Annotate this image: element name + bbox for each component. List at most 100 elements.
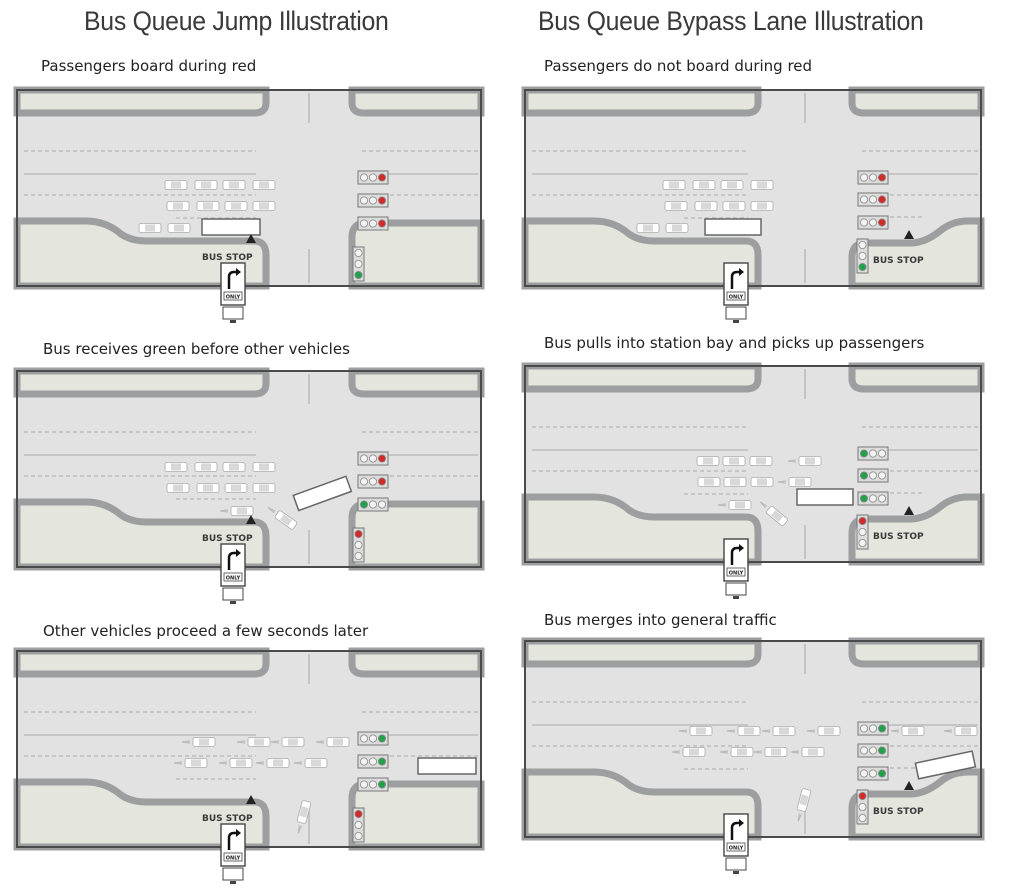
- bus-stop-marker-icon: [246, 795, 256, 804]
- bus-stop-label: BUS STOP: [202, 534, 253, 544]
- signal-lamp: [354, 270, 363, 279]
- signal-lamp: [860, 173, 868, 182]
- car-roof: [696, 727, 706, 735]
- signal-lamp: [368, 219, 377, 228]
- only-box: [223, 572, 243, 582]
- car: [293, 758, 328, 768]
- signal-lamp: [877, 449, 886, 458]
- car-roof: [236, 759, 246, 767]
- signal-lamp: [868, 471, 877, 480]
- car: [173, 758, 208, 768]
- signal-lamp: [377, 757, 386, 766]
- traffic-signal: [857, 743, 889, 758]
- sign-post: [230, 881, 236, 884]
- motion-lines: [943, 729, 953, 733]
- car: [796, 788, 812, 822]
- car-roof: [174, 224, 184, 232]
- car-roof: [704, 478, 714, 486]
- signal-lamp: [377, 196, 386, 205]
- panel-frame: [16, 650, 482, 848]
- car: [267, 506, 298, 530]
- car-roof: [671, 202, 681, 210]
- car: [296, 800, 312, 834]
- car: [222, 462, 246, 472]
- car: [662, 180, 686, 190]
- car-roof: [729, 202, 739, 210]
- signal-lamp: [354, 831, 363, 840]
- intersection: BUS STOP ONLY: [13, 86, 485, 323]
- right-turn-arrow-icon: [227, 831, 237, 850]
- queue-jump-signal: [352, 807, 365, 843]
- bus: [417, 757, 477, 775]
- signal-lamp: [354, 530, 363, 538]
- sign-only-text: ONLY: [226, 856, 241, 862]
- bus-stop-marker-icon: [904, 230, 914, 239]
- bus: [914, 750, 977, 780]
- car: [164, 180, 188, 190]
- sidewalk-bottom-left: [521, 493, 762, 566]
- car: [890, 726, 925, 736]
- car-roof: [757, 202, 767, 210]
- right-turn-only-sign: ONLY: [723, 262, 749, 323]
- bus-body: [914, 750, 977, 780]
- arrow-head: [236, 549, 241, 557]
- signal-lamp: [877, 218, 886, 227]
- motion-lines: [270, 740, 280, 744]
- car-roof: [744, 727, 754, 735]
- signal-lamp: [868, 724, 877, 733]
- signal-lamp: [360, 500, 368, 509]
- caption-bypass-3: Bus merges into general traffic: [544, 611, 777, 629]
- signal-lamp: [858, 802, 867, 811]
- queue-jump-signal: [856, 789, 869, 825]
- bus-stop-marker-icon: [246, 515, 256, 524]
- car-roof: [229, 463, 239, 471]
- panel-frame: [524, 640, 982, 838]
- signal-lamp: [360, 219, 368, 228]
- car-roof: [756, 457, 766, 465]
- bus: [292, 475, 353, 512]
- car-roof: [259, 484, 269, 492]
- car-roof: [737, 748, 747, 756]
- panel-frame: [524, 365, 982, 563]
- car: [224, 483, 248, 493]
- signal-lamp: [877, 173, 886, 182]
- motion-lines: [726, 729, 736, 733]
- car-roof: [201, 463, 211, 471]
- car-roof: [757, 478, 767, 486]
- signal-lamp: [868, 218, 877, 227]
- car-roof: [259, 463, 269, 471]
- right-turn-arrow-icon: [227, 551, 237, 570]
- signal-lamp: [360, 757, 368, 766]
- bus-stop-label: BUS STOP: [202, 253, 253, 263]
- traffic-signal: [857, 446, 889, 461]
- signal-lamp: [860, 449, 868, 458]
- car: [236, 737, 271, 747]
- motion-lines: [181, 740, 191, 744]
- car-roof: [779, 727, 789, 735]
- car: [722, 201, 746, 211]
- sidewalk-top-right: [348, 86, 485, 117]
- arrow-head: [739, 819, 744, 827]
- traffic-signal: [357, 777, 389, 792]
- car-roof: [237, 507, 247, 515]
- car-roof: [259, 202, 269, 210]
- traffic-signal: [857, 721, 889, 736]
- signal-lamp: [354, 810, 363, 818]
- sidewalk-top-left: [13, 647, 270, 678]
- car: [252, 180, 276, 190]
- signal-lamp: [860, 195, 868, 204]
- bus-body: [201, 218, 261, 236]
- sign-post: [733, 596, 739, 599]
- motion-lines: [671, 750, 681, 754]
- signal-lamp: [858, 527, 867, 536]
- traffic-signal: [857, 170, 889, 185]
- signal-lamp: [360, 780, 368, 789]
- sidewalk-top-left: [521, 362, 762, 393]
- car-roof: [145, 224, 155, 232]
- bus-body: [796, 488, 854, 506]
- sidewalk-top-right: [348, 367, 485, 398]
- car: [694, 201, 718, 211]
- sign-sub-plate: [725, 582, 747, 596]
- car: [697, 477, 721, 487]
- sign-only-text: ONLY: [226, 295, 241, 301]
